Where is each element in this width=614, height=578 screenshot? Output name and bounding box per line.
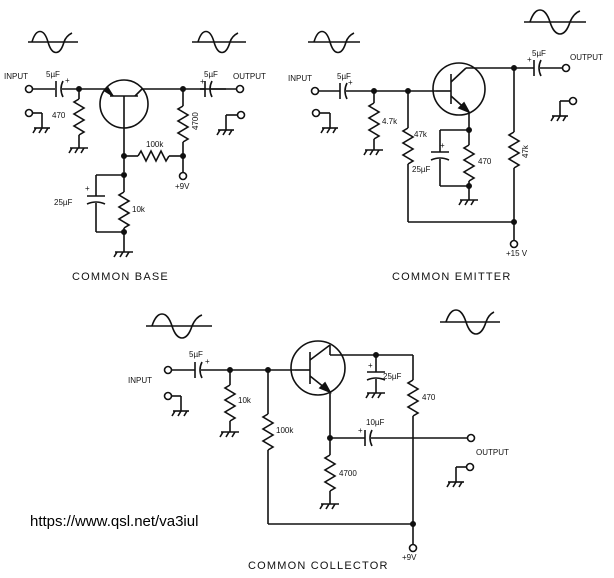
circuit-title: COMMON EMITTER <box>392 271 511 283</box>
base-cap-label: 25µF <box>54 198 73 207</box>
transistor-icon <box>290 340 413 438</box>
base-ground-resistor-label: 4.7k <box>382 117 398 126</box>
emitter-cap-label: 25µF <box>412 165 431 174</box>
input-terminal[interactable] <box>163 365 173 375</box>
common-base-circuit: INPUT 5µF + 470 <box>4 30 266 283</box>
common-emitter-circuit: INPUT 5µF + 4.7k <box>288 9 603 283</box>
transistor-icon <box>432 62 514 130</box>
base-ground-resistor-label: 10k <box>238 396 252 405</box>
output-label: OUTPUT <box>570 53 603 62</box>
emitter-resistor-label: 4700 <box>339 469 357 478</box>
output-cap-label: 5µF <box>204 70 218 79</box>
input-waveform-icon <box>308 30 360 54</box>
ground-icon <box>458 199 478 206</box>
collector-resistor-label: 47k <box>521 144 530 158</box>
ground-icon <box>363 149 383 156</box>
input-terminal[interactable] <box>310 86 320 96</box>
input-label: INPUT <box>4 72 28 81</box>
watermark-url: https://www.qsl.net/va3iul <box>30 513 198 530</box>
output-waveform-icon <box>192 30 246 54</box>
input-label: INPUT <box>128 376 152 385</box>
ground-icon <box>113 251 133 258</box>
collector-resistor-label: 470 <box>422 393 436 402</box>
output-ground-icon <box>216 110 246 136</box>
input-waveform-icon <box>28 30 78 54</box>
supply-label: +15 V <box>506 249 528 258</box>
svg-text:+: + <box>527 55 532 64</box>
supply-label: +9V <box>402 553 417 562</box>
input-cap-label: 5µF <box>189 350 203 359</box>
circuit-title: COMMON BASE <box>72 271 169 283</box>
svg-text:+: + <box>368 361 373 370</box>
feedback-resistor-label: 100k <box>146 140 164 149</box>
output-terminal[interactable] <box>235 84 245 94</box>
collector-resistor-label: 4700 <box>191 112 200 130</box>
output-ground-icon <box>550 96 578 122</box>
output-terminal[interactable] <box>561 63 571 73</box>
base-bias-resistor-label: 47k <box>414 130 428 139</box>
output-label: OUTPUT <box>476 448 509 457</box>
ground-icon <box>68 147 88 154</box>
svg-text:+: + <box>65 76 70 85</box>
output-terminal[interactable] <box>466 433 476 443</box>
svg-text:+: + <box>348 78 353 87</box>
ground-icon <box>319 503 339 510</box>
bias-resistor-label: 10k <box>132 205 146 214</box>
emitter-resistor-label: 470 <box>478 157 492 166</box>
common-collector-circuit: INPUT 5µF + 10k <box>128 309 509 572</box>
input-terminal[interactable] <box>24 84 34 94</box>
output-ground-icon <box>446 462 475 488</box>
supply-label: +9V <box>175 182 190 191</box>
input-waveform-icon <box>146 313 212 339</box>
supply-terminal[interactable] <box>408 543 418 553</box>
output-waveform-icon <box>524 9 586 35</box>
output-waveform-icon <box>440 309 500 335</box>
output-cap-label: 10µF <box>366 418 385 427</box>
svg-text:+: + <box>205 357 210 366</box>
svg-text:+: + <box>85 184 90 193</box>
output-cap-label: 5µF <box>532 49 546 58</box>
output-label: OUTPUT <box>233 72 266 81</box>
ground-icon <box>219 431 239 438</box>
svg-text:+: + <box>358 426 363 435</box>
supply-terminal[interactable] <box>509 239 519 249</box>
circuit-title: COMMON COLLECTOR <box>248 560 389 572</box>
supply-terminal[interactable] <box>178 171 188 181</box>
input-label: INPUT <box>288 74 312 83</box>
transistor-icon <box>99 79 149 129</box>
svg-text:+: + <box>200 77 205 86</box>
base-bias-resistor-label: 100k <box>276 426 294 435</box>
input-cap-label: 5µF <box>46 70 60 79</box>
emitter-resistor-label: 470 <box>52 111 66 120</box>
collector-cap-label: 25µF <box>383 372 402 381</box>
input-cap-label: 5µF <box>337 72 351 81</box>
input-ground-icon <box>163 391 189 417</box>
input-ground-icon <box>24 108 50 134</box>
input-ground-icon <box>311 108 338 134</box>
svg-text:+: + <box>440 141 445 150</box>
